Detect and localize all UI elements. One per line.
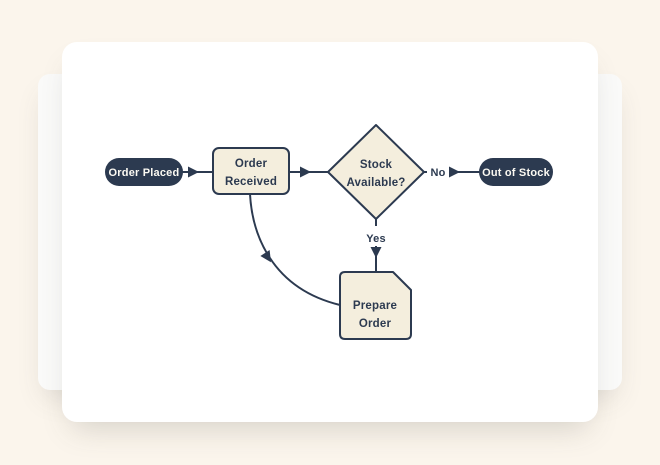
node-out-of-stock: Out of Stock <box>479 158 553 186</box>
edge-stock-available-to-prepare-order: Yes <box>363 218 389 273</box>
edge-order-received-to-prepare-order <box>249 193 341 306</box>
flowchart-card: No Yes Order Placed <box>62 42 598 422</box>
order-received-shape <box>212 147 290 195</box>
flowchart-canvas: No Yes Order Placed <box>105 124 553 340</box>
stock-available-label-line2: Available? <box>346 177 405 189</box>
order-placed-label: Order Placed <box>109 167 180 179</box>
arrowhead-icon <box>260 250 271 263</box>
prepare-order-label-line2: Order <box>359 318 392 330</box>
order-received-label-line1: Order <box>235 158 268 170</box>
stock-available-label-line1: Stock <box>360 159 393 171</box>
prepare-order-shape <box>339 271 412 340</box>
arrowhead-icon <box>188 166 199 178</box>
node-prepare-order: Prepare Order <box>339 271 412 340</box>
arrowhead-icon <box>449 166 460 178</box>
edge-label-no: No <box>430 167 445 179</box>
arrowhead-icon <box>370 247 382 258</box>
edge-order-received-to-stock-available <box>288 166 329 178</box>
order-placed-shape <box>105 158 183 186</box>
node-order-received: Order Received <box>212 147 290 195</box>
connector-curve <box>249 193 341 306</box>
arrowhead-icon <box>300 166 311 178</box>
out-of-stock-label: Out of Stock <box>482 167 550 179</box>
edge-label-background <box>363 226 389 246</box>
edge-order-placed-to-order-received <box>182 166 214 178</box>
order-received-label-line2: Received <box>225 176 277 188</box>
edge-label-background <box>427 163 449 180</box>
node-order-placed: Order Placed <box>105 158 183 186</box>
prepare-order-label-line1: Prepare <box>353 300 397 312</box>
stock-available-shape <box>327 124 425 220</box>
edge-stock-available-to-out-of-stock: No <box>423 163 480 180</box>
out-of-stock-shape <box>479 158 553 186</box>
node-stock-available: Stock Available? <box>327 124 425 220</box>
edge-label-yes: Yes <box>366 233 386 245</box>
